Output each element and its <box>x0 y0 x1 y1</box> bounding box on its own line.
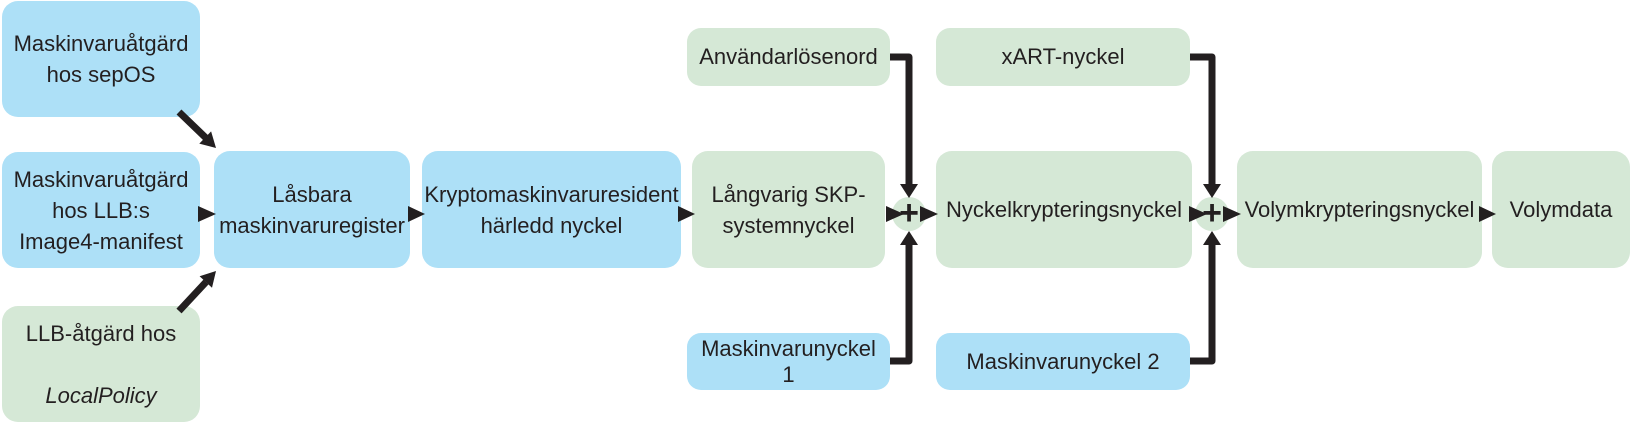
arrowhead-localpolicy-to-registers-icon <box>199 271 216 288</box>
node-sepos-hardware-action: Maskinvaruåtgärd hos sepOS <box>2 1 200 117</box>
arrowhead-sepos-to-registers-icon <box>199 131 216 148</box>
connector-xart-to-combiner2 <box>1190 53 1216 186</box>
plus-icon: + <box>899 193 919 232</box>
node-hardware-key-2: Maskinvarunyckel 2 <box>936 333 1190 390</box>
node-hardware-key-1: Maskinvarunyckel 1 <box>687 333 890 390</box>
node-user-password: Användarlösenord <box>687 28 890 86</box>
localpolicy-line1: LLB-åtgärd hos <box>25 320 177 346</box>
arrowhead-hwkey1-up-icon <box>900 231 918 245</box>
node-key-encryption-key: Nyckelkrypteringsnyckel <box>936 151 1192 268</box>
node-xart-key: xART-nyckel <box>936 28 1190 86</box>
combiner-circle-2: + <box>1195 193 1229 232</box>
localpolicy-line2-italic: LocalPolicy <box>45 382 157 408</box>
connector-hwkey2-to-combiner2 <box>1190 244 1216 365</box>
node-llb-action-localpolicy: LLB-åtgärd hos LocalPolicy <box>2 306 200 422</box>
node-long-lived-skp-system-key: Långvarig SKP- systemnyckel <box>692 151 885 268</box>
node-llb-image4-manifest-hardware-action: Maskinvaruåtgärd hos LLB:s Image4-manife… <box>2 152 200 268</box>
connector-hwkey1-to-combiner1 <box>890 244 913 365</box>
node-volume-encryption-key: Volymkrypteringsnyckel <box>1237 151 1482 268</box>
connector-user-password-to-combiner1 <box>890 53 913 186</box>
node-localpolicy-text: LLB-åtgärd hos LocalPolicy <box>26 287 176 423</box>
node-lockable-hardware-registers: Låsbara maskinvaruregister <box>214 151 410 268</box>
plus-icon: + <box>1202 193 1222 232</box>
node-crypto-hardware-resident-derived-key: Kryptomaskinvaruresident härledd nyckel <box>422 151 681 268</box>
node-volume-data: Volymdata <box>1492 151 1630 268</box>
arrowhead-hwkey2-up-icon <box>1203 231 1221 245</box>
combiner-circle-1: + <box>892 193 926 232</box>
